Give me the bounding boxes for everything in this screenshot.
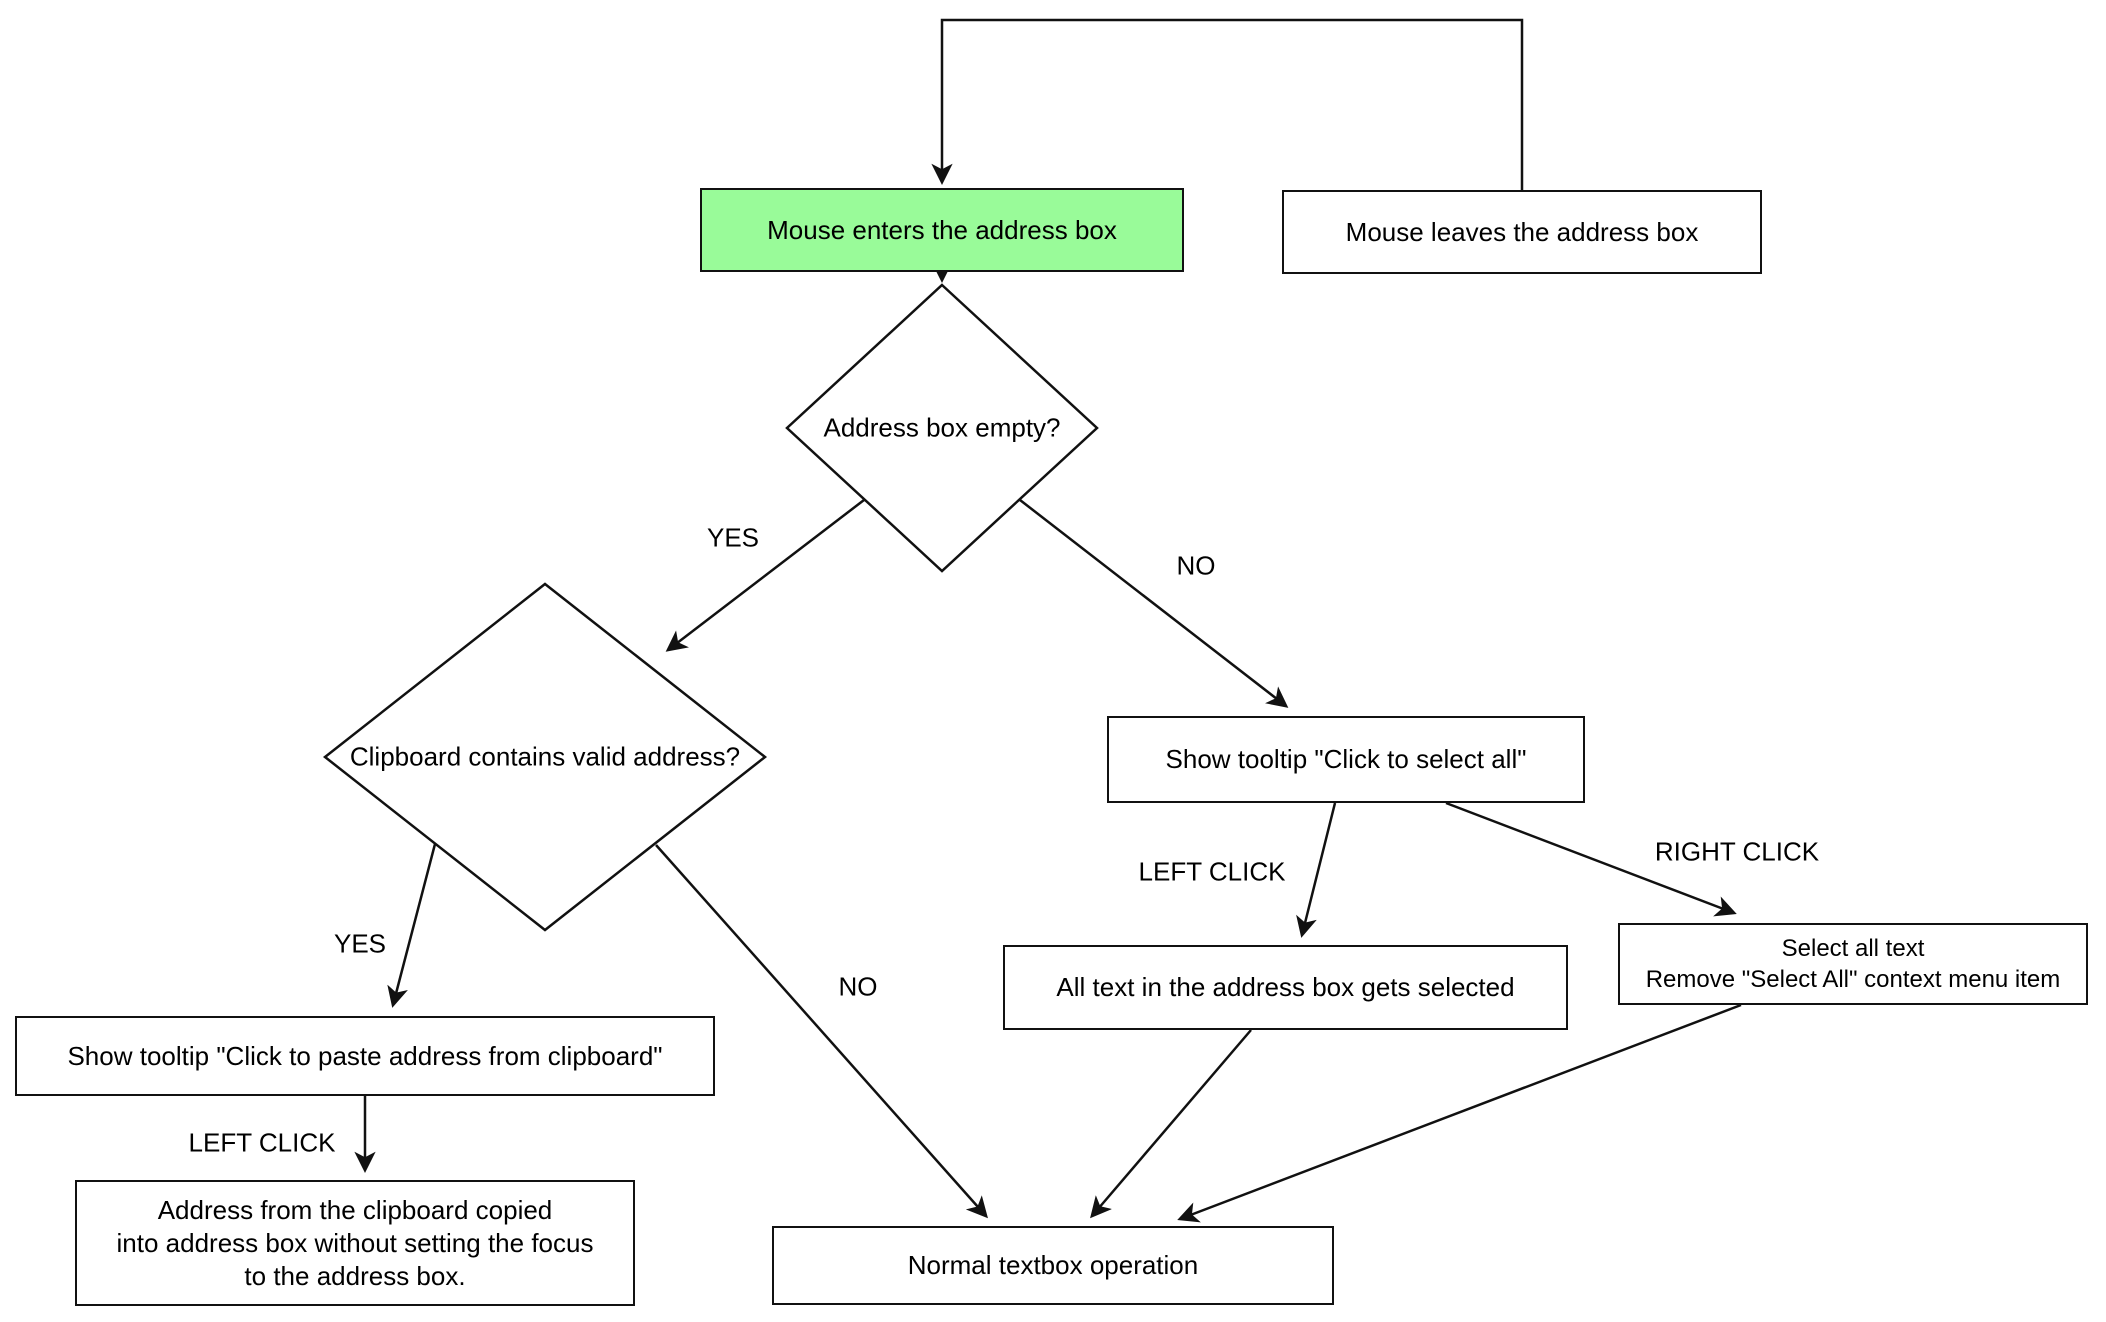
edge-label-left-click-paste: LEFT CLICK <box>188 1127 336 1158</box>
edge-empty-no <box>1019 499 1289 708</box>
node-clipboard-valid-label: Clipboard contains valid address? <box>349 741 741 772</box>
node-normal-operation: Normal textbox operation <box>772 1226 1334 1305</box>
node-address-box-empty-label: Address box empty? <box>823 412 1061 443</box>
node-mouse-enters-label: Mouse enters the address box <box>767 214 1117 245</box>
node-select-all-remove-line2: Remove "Select All" context menu item <box>1645 966 2061 993</box>
edge-selectall-rightclick <box>1445 801 1737 917</box>
edge-selectall-leftclick <box>1296 802 1337 938</box>
node-address-copied: Address from the clipboard copied into a… <box>75 1180 635 1306</box>
node-mouse-enters: Mouse enters the address box <box>700 188 1184 272</box>
edge-alltext-to-normal <box>1090 1029 1252 1219</box>
node-select-all-remove-line1: Select all text <box>1781 935 1925 962</box>
edge-leaves-to-enters <box>931 18 1524 190</box>
node-select-all-remove: Select all text Remove "Select All" cont… <box>1618 923 2088 1005</box>
node-all-text-selected: All text in the address box gets selecte… <box>1003 945 1568 1030</box>
node-normal-operation-label: Normal textbox operation <box>907 1250 1199 1280</box>
edge-label-no-empty: NO <box>1176 550 1216 581</box>
node-mouse-leaves-label: Mouse leaves the address box <box>1345 216 1699 247</box>
node-address-copied-line2: into address box without setting the foc… <box>116 1227 594 1258</box>
edge-clipboard-yes <box>387 843 437 1008</box>
edge-label-right-click-select: RIGHT CLICK <box>1654 836 1820 867</box>
edge-label-yes-empty: YES <box>706 522 760 553</box>
edge-label-yes-clipboard: YES <box>333 928 387 959</box>
node-tooltip-paste: Show tooltip "Click to paste address fro… <box>15 1016 715 1096</box>
edge-label-no-clipboard: NO <box>838 971 878 1002</box>
edge-remove-to-normal <box>1177 1003 1742 1223</box>
edge-label-left-click-select: LEFT CLICK <box>1138 856 1286 887</box>
diamond-address-box-empty <box>785 283 1099 573</box>
node-mouse-leaves: Mouse leaves the address box <box>1282 190 1762 274</box>
node-tooltip-select-all: Show tooltip "Click to select all" <box>1107 716 1585 803</box>
edge-empty-yes <box>665 499 865 652</box>
diamond-clipboard-valid <box>322 582 768 932</box>
node-address-copied-line1: Address from the clipboard copied <box>157 1194 553 1225</box>
node-all-text-selected-label: All text in the address box gets selecte… <box>1056 972 1515 1002</box>
node-tooltip-select-all-label: Show tooltip "Click to select all" <box>1165 744 1527 774</box>
node-address-copied-line3: to the address box. <box>244 1260 466 1291</box>
node-tooltip-paste-label: Show tooltip "Click to paste address fro… <box>67 1040 663 1071</box>
edge-clipboard-no <box>655 844 988 1219</box>
